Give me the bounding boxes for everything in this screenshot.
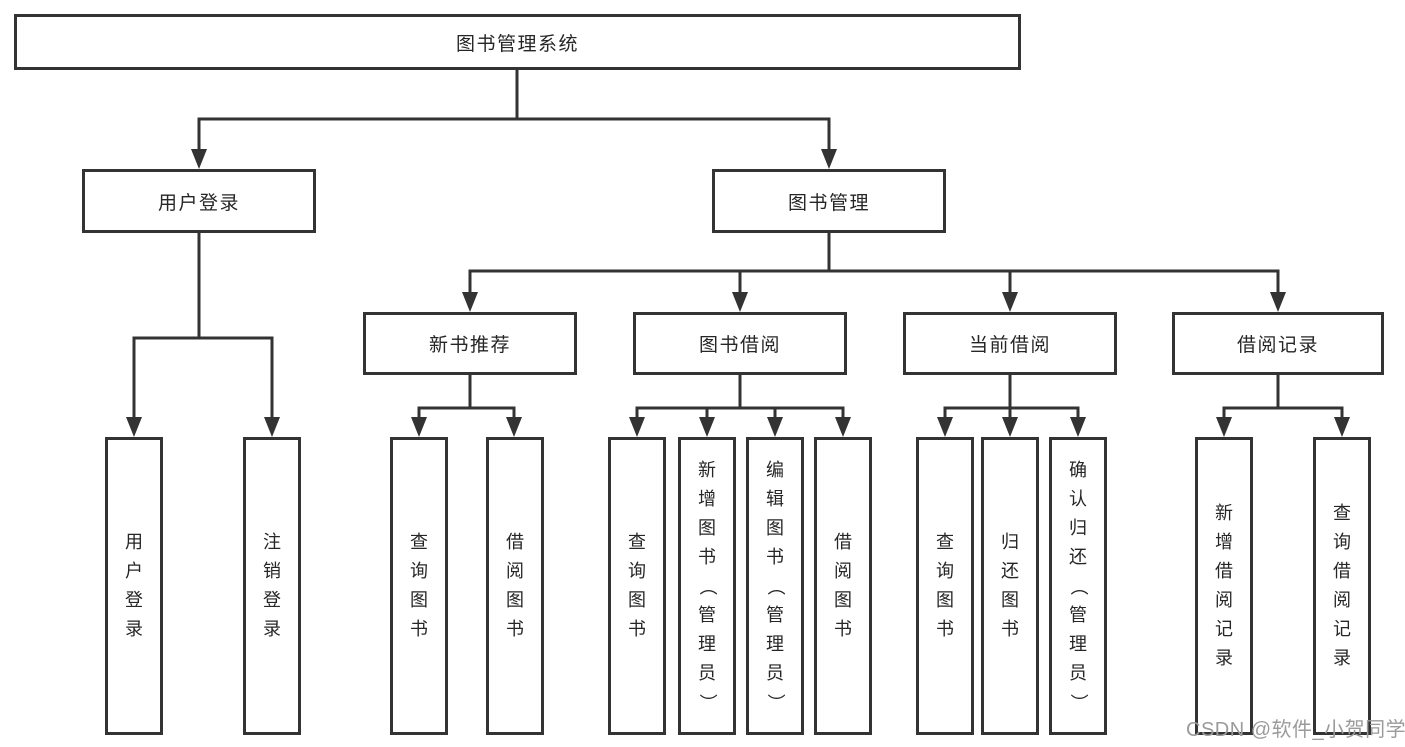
connector-borrow-records-to-leaves (1222, 375, 1344, 420)
leaf-borrow-books-1: 借阅图书 (486, 437, 544, 735)
leaf-add-book: 新增图书（管理员） (678, 437, 736, 735)
node-borrow-records: 借阅记录 (1172, 312, 1384, 375)
leaf-logout: 注销登录 (243, 437, 301, 735)
leaf-edit-book: 编辑图书（管理员） (746, 437, 804, 735)
node-new-books: 新书推荐 (363, 312, 577, 375)
node-book-borrow: 图书借阅 (633, 312, 847, 375)
node-book-mgmt: 图书管理 (712, 169, 946, 233)
node-root-system: 图书管理系统 (14, 14, 1021, 70)
connector-new-books-to-leaves (417, 375, 516, 420)
leaf-return-book: 归还图书 (981, 437, 1039, 735)
leaf-user-login: 用户登录 (105, 437, 163, 735)
connector-root-to-level2 (197, 70, 831, 152)
connector-current-borrow-to-leaves (943, 375, 1080, 420)
connector-user-login-to-leaves (132, 233, 274, 420)
leaf-query-books-2: 查询图书 (608, 437, 666, 735)
leaf-query-books-3: 查询图书 (916, 437, 974, 735)
connector-book-mgmt-to-modules (468, 233, 1280, 295)
leaf-query-books-1: 查询图书 (390, 437, 448, 735)
csdn-watermark: CSDN @软件_小贺同学 (1186, 719, 1405, 741)
arrowheads (126, 149, 1350, 437)
node-user-login: 用户登录 (82, 169, 316, 233)
leaf-confirm-return: 确认归还（管理员） (1049, 437, 1107, 735)
node-current-borrow: 当前借阅 (903, 312, 1117, 375)
leaf-borrow-books-2: 借阅图书 (814, 437, 872, 735)
leaf-query-borrow-record: 查询借阅记录 (1313, 437, 1371, 735)
connector-book-borrow-to-leaves (635, 375, 845, 420)
leaf-add-borrow-record: 新增借阅记录 (1195, 437, 1253, 735)
